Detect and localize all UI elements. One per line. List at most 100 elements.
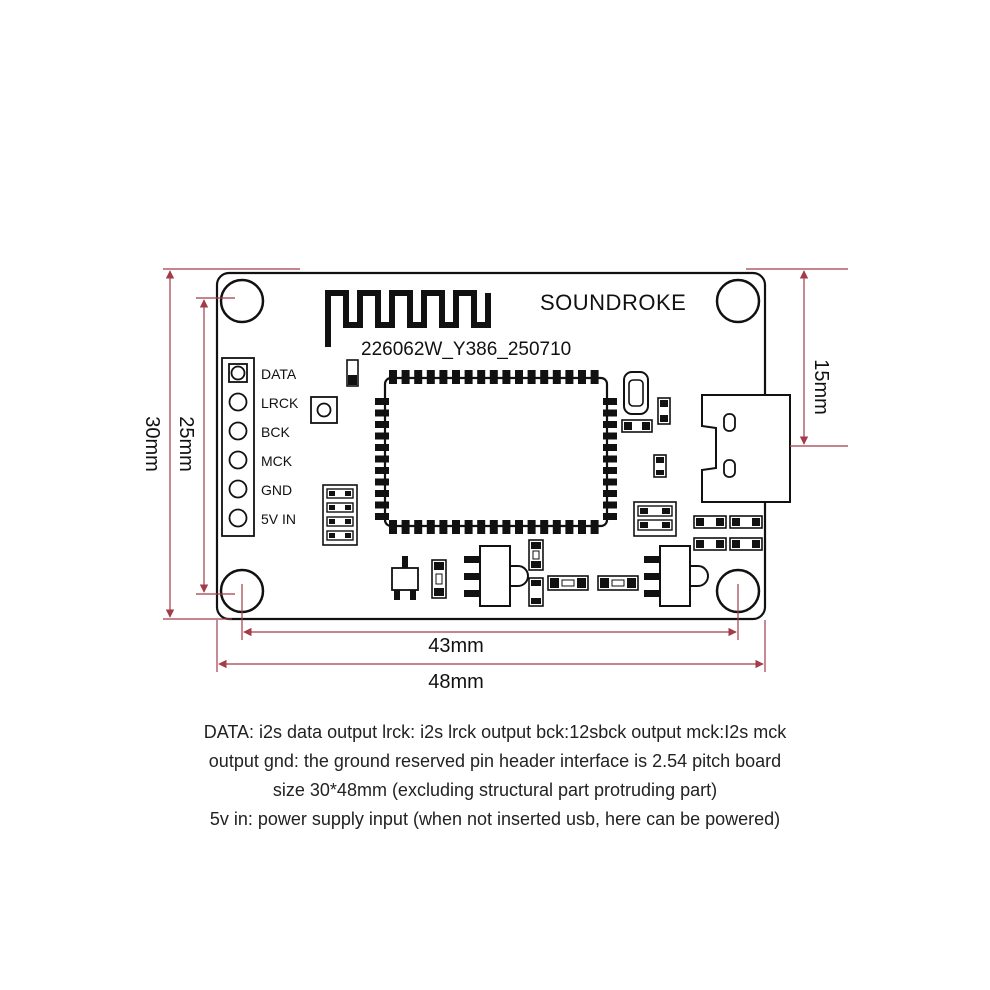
module-pad [375, 421, 389, 428]
description-line: DATA: i2s data output lrck: i2s lrck out… [203, 722, 787, 742]
pin-pad [228, 479, 248, 499]
module-pad [565, 520, 574, 534]
crystal-component [623, 371, 649, 415]
module-pad [375, 478, 389, 486]
module-pad [578, 370, 586, 384]
module-pad [464, 370, 473, 384]
module-pad [515, 370, 523, 384]
module-pad [375, 398, 389, 405]
smd-resistor-vertical [528, 539, 544, 571]
module-pad [603, 513, 617, 520]
capacitor-array [322, 484, 358, 546]
voltage-regulator-right [644, 545, 709, 607]
module-pad [375, 455, 389, 463]
smd-component [346, 359, 359, 387]
module-pad [603, 455, 617, 463]
module-pad [489, 370, 498, 384]
pin-label-data: DATA [261, 366, 297, 382]
pin-pad [228, 450, 248, 470]
module-pad [426, 370, 435, 384]
module-pad [452, 520, 460, 534]
description-line: 5v in: power supply input (when not inse… [209, 809, 781, 829]
module-pad [603, 490, 617, 497]
module-pad [590, 520, 599, 534]
module-pad [603, 467, 617, 474]
module-pad [414, 370, 423, 384]
dim-label-30mm: 30mm [141, 416, 163, 472]
module-pad [477, 370, 486, 384]
smd-resistor [657, 397, 671, 425]
module-pad [375, 432, 389, 440]
module-pad [375, 513, 389, 520]
pin-header-outline [221, 357, 255, 537]
module-pad [552, 370, 561, 384]
module-pad [414, 520, 423, 534]
module-pad [401, 370, 410, 384]
pin-pad [228, 421, 248, 441]
module-pad [603, 432, 617, 440]
pcb-board: SOUNDROKE 226062W_Y386_250710 DATA LRCK … [215, 271, 791, 621]
module-pad [426, 520, 435, 534]
module-pad [540, 520, 549, 534]
capacitor-pair [633, 501, 677, 537]
pin-label-mck: MCK [261, 453, 293, 469]
smd-resistor-vertical [528, 577, 544, 607]
module-pad [389, 520, 397, 534]
dim-label-43mm: 43mm [428, 635, 484, 657]
module-pad [375, 467, 389, 474]
antenna-trace-icon [325, 290, 491, 347]
transistor [391, 556, 419, 600]
module-pad [439, 520, 448, 534]
module-pad [375, 409, 389, 417]
module-pads [375, 370, 617, 534]
pin-pad [228, 508, 248, 528]
module-pad [603, 444, 617, 451]
module-pad [489, 520, 498, 534]
module-pad [502, 370, 511, 384]
pin-pad [230, 365, 246, 381]
module-pad [439, 370, 448, 384]
module-pad [527, 520, 536, 534]
smd-resistor-horizontal [597, 575, 639, 591]
pin-label-bck: BCK [261, 424, 290, 440]
module-pad [603, 478, 617, 486]
brand-label: SOUNDROKE [540, 290, 686, 315]
module-pad [603, 398, 617, 405]
mounting-hole-top-right [715, 278, 761, 324]
voltage-regulator-left [464, 545, 529, 607]
dim-label-25mm: 25mm [175, 416, 197, 472]
description-line: output gnd: the ground reserved pin head… [208, 751, 782, 771]
smd-led [653, 454, 667, 478]
module-pad [603, 421, 617, 428]
pin-label-lrck: LRCK [261, 395, 299, 411]
pin-pad [228, 392, 248, 412]
module-pad [477, 520, 486, 534]
dimension-lines [163, 268, 848, 672]
module-pad [552, 520, 561, 534]
smd-resistor-horizontal [547, 575, 589, 591]
module-pad [502, 520, 511, 534]
dim-label-48mm: 48mm [428, 671, 484, 693]
pin-label-5v-in: 5V IN [261, 511, 296, 527]
resistor-grid [693, 515, 763, 551]
description-line: size 30*48mm (excluding structural part … [272, 780, 718, 800]
module-pad [464, 520, 473, 534]
module-pad [590, 370, 599, 384]
module-pad [452, 370, 460, 384]
module-pad [603, 409, 617, 417]
module-pad [389, 370, 397, 384]
smd-resistor-vertical [431, 559, 447, 599]
pin-pad-square [228, 363, 248, 383]
module-pad [565, 370, 574, 384]
mounting-hole-top-left [219, 278, 265, 324]
model-label: 226062W_Y386_250710 [361, 339, 571, 360]
module-pad [375, 501, 389, 509]
tact-button [310, 396, 338, 424]
pin-header: DATA LRCK BCK MCK GND 5V IN [221, 357, 299, 537]
pin-description: DATA: i2s data output lrck: i2s lrck out… [150, 718, 840, 834]
smd-resistor [621, 419, 653, 433]
module-pad [515, 520, 523, 534]
module-pad [578, 520, 586, 534]
pin-label-gnd: GND [261, 482, 292, 498]
